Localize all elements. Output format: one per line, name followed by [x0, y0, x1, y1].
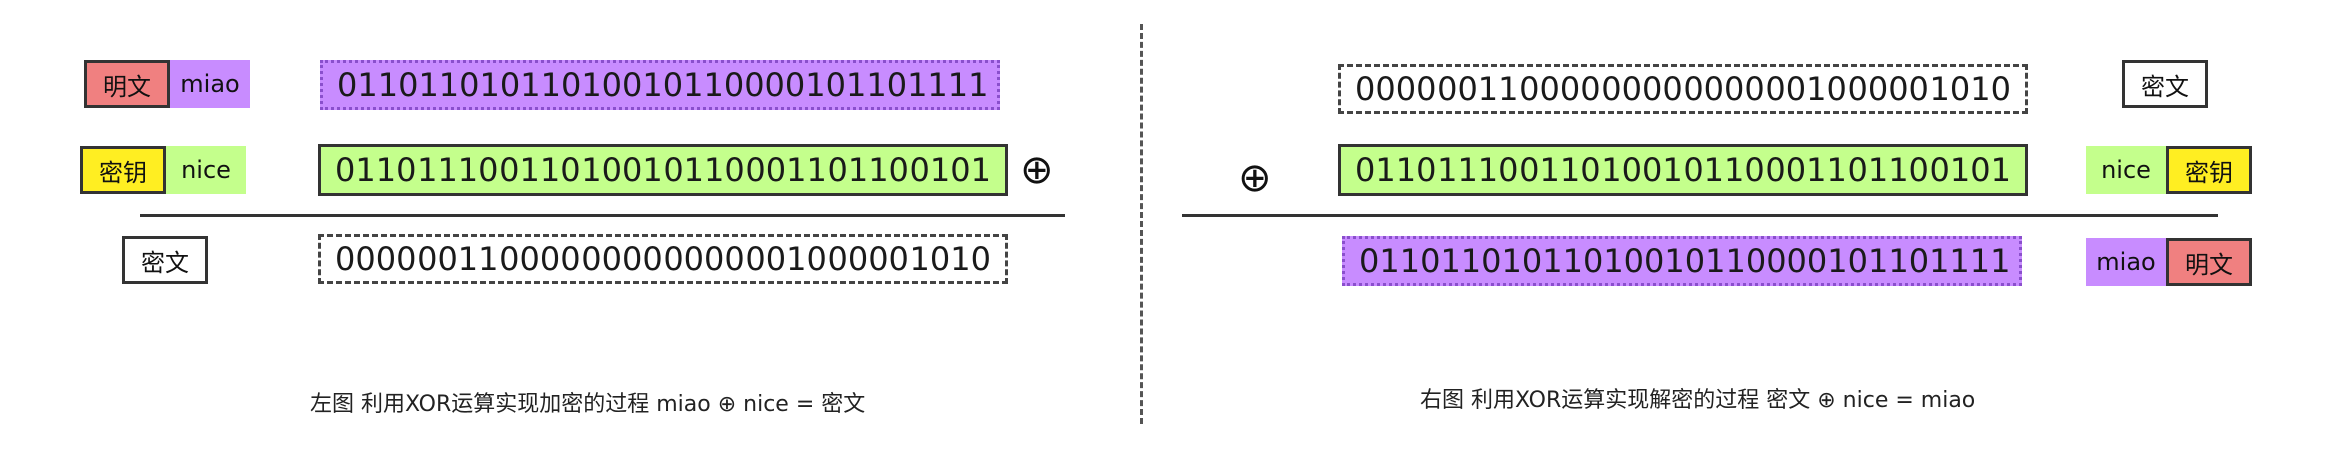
bit-group: 0000 — [1519, 70, 1601, 108]
bit-group: 0000 — [1601, 70, 1683, 108]
right-plaintext-label: 明文 — [2166, 238, 2252, 286]
left-xor-symbol: ⊕ — [1020, 147, 1054, 193]
left-ciphertext-label: 密文 — [122, 236, 208, 284]
bit-group: 1110 — [417, 151, 499, 189]
bit-group: 0110 — [663, 151, 745, 189]
bit-group: 1010 — [1929, 70, 2011, 108]
bit-group: 0110 — [1355, 151, 1437, 189]
bit-group: 0110 — [825, 66, 908, 104]
bit-group: 1110 — [1437, 151, 1519, 189]
bit-group: 0110 — [1359, 242, 1441, 280]
left-plaintext-label: 明文 — [84, 60, 170, 108]
bit-group: 0001 — [744, 66, 826, 104]
bit-group: 0011 — [1765, 151, 1847, 189]
bit-group: 1010 — [909, 240, 991, 278]
left-key-word: nice — [166, 146, 246, 194]
right-key-label: 密钥 — [2166, 146, 2252, 194]
bit-group: 0110 — [499, 66, 582, 104]
right-key-word: nice — [2086, 146, 2166, 194]
bit-group: 0110 — [499, 151, 581, 189]
right-xor-symbol: ⊕ — [1238, 155, 1272, 201]
right-caption: 右图 利用XOR运算实现解密的过程 密文 ⊕ nice = miao — [1420, 388, 1976, 413]
left-sum-line — [140, 214, 1065, 217]
bit-group: 0001 — [1766, 242, 1848, 280]
right-ciphertext-bits: 0000 0011 0000 0000 0000 0010 0000 1010 — [1338, 64, 2028, 114]
bit-group: 0010 — [1765, 70, 1847, 108]
bit-group: 0000 — [1847, 70, 1929, 108]
bit-group: 1001 — [581, 151, 663, 189]
left-plaintext-bits: 0110 1101 0110 1001 0110 0001 0110 1111 — [320, 60, 1000, 110]
bit-group: 0000 — [663, 240, 745, 278]
panel-divider — [1140, 24, 1143, 424]
right-plaintext-word: miao — [2086, 238, 2166, 286]
right-ciphertext-label: 密文 — [2122, 60, 2208, 108]
bit-group: 0011 — [1437, 70, 1519, 108]
bit-group: 0000 — [581, 240, 663, 278]
bit-group: 0000 — [1683, 70, 1765, 108]
bit-group: 0101 — [909, 151, 991, 189]
left-key-bits: 0110 1110 0110 1001 0110 0011 0110 0101 — [318, 144, 1008, 196]
bit-group: 1001 — [581, 66, 663, 104]
bit-group: 0110 — [1521, 242, 1604, 280]
bit-group: 1001 — [1603, 242, 1685, 280]
bit-group: 0110 — [335, 151, 417, 189]
left-caption: 左图 利用XOR运算实现加密的过程 miao ⊕ nice = 密文 — [310, 392, 866, 417]
right-key-bits: 0110 1110 0110 1001 0110 0011 0110 0101 — [1338, 144, 2028, 196]
bit-group: 1101 — [418, 66, 500, 104]
bit-group: 1101 — [1440, 242, 1522, 280]
bit-group: 0000 — [499, 240, 581, 278]
bit-group: 0110 — [827, 151, 909, 189]
bit-group: 0110 — [337, 66, 419, 104]
left-key-label: 密钥 — [80, 146, 166, 194]
bit-group: 1111 — [1929, 242, 2011, 280]
bit-group: 1001 — [1601, 151, 1683, 189]
bit-group: 0011 — [417, 240, 499, 278]
bit-group: 0000 — [827, 240, 909, 278]
bit-group: 0110 — [1683, 151, 1765, 189]
bit-group: 0000 — [1355, 70, 1437, 108]
bit-group: 1111 — [907, 66, 989, 104]
right-sum-line — [1182, 214, 2218, 217]
right-plaintext-bits: 0110 1101 0110 1001 0110 0001 0110 1111 — [1342, 236, 2022, 286]
bit-group: 0000 — [335, 240, 417, 278]
bit-group: 0110 — [1847, 151, 1929, 189]
bit-group: 0110 — [1847, 242, 1930, 280]
left-plaintext-word: miao — [170, 60, 250, 108]
bit-group: 0110 — [1519, 151, 1601, 189]
bit-group: 0011 — [745, 151, 827, 189]
bit-group: 0010 — [745, 240, 827, 278]
bit-group: 0110 — [662, 66, 745, 104]
bit-group: 0110 — [1684, 242, 1767, 280]
left-ciphertext-bits: 0000 0011 0000 0000 0000 0010 0000 1010 — [318, 234, 1008, 284]
bit-group: 0101 — [1929, 151, 2011, 189]
